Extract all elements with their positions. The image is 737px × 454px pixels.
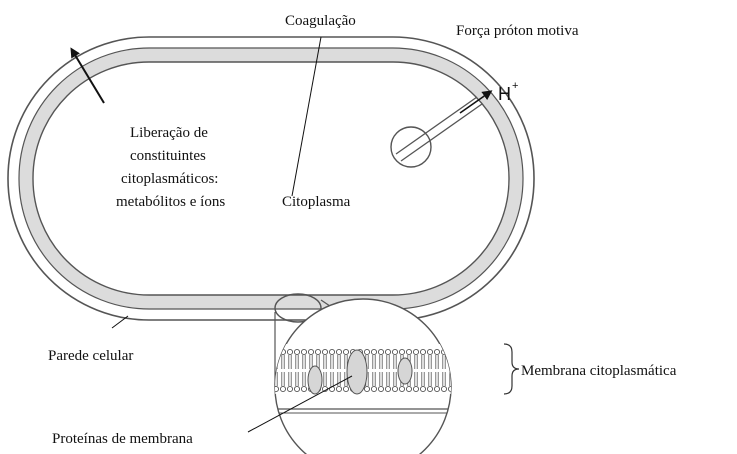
lipid-head (448, 349, 453, 354)
lipid-head (427, 349, 432, 354)
cell-body (8, 37, 534, 320)
lipid-head (385, 349, 390, 354)
lipid-head (287, 349, 292, 354)
lipid-head (455, 349, 460, 354)
lipid-head (392, 386, 397, 391)
lipid-head (315, 349, 320, 354)
membrane-proteins-label: Proteínas de membrana (52, 431, 193, 447)
lipid-head (371, 349, 376, 354)
proton-symbol: H (498, 84, 511, 104)
lipid-head (287, 386, 292, 391)
lipid-head (434, 386, 439, 391)
cytoplasmic-membrane-label: Membrana citoplasmática (521, 363, 677, 379)
lipid-head (364, 349, 369, 354)
membrane-protein-1 (308, 366, 322, 394)
membrane-protein-3 (398, 358, 412, 384)
lipid-head (280, 386, 285, 391)
lipid-head (413, 386, 418, 391)
lipid-head (294, 386, 299, 391)
cytoplasm-label: Citoplasma (282, 194, 351, 210)
lipid-head (385, 386, 390, 391)
lipid-head (336, 349, 341, 354)
coagulation-label: Coagulação (285, 13, 356, 29)
lipid-tail (457, 355, 459, 369)
lipid-head (406, 349, 411, 354)
lipid-head (455, 386, 460, 391)
lipid-head (441, 386, 446, 391)
cell-wall-label: Parede celular (48, 348, 133, 364)
proton-force-label: Força próton motiva (456, 23, 579, 39)
lipid-head (413, 349, 418, 354)
lipid-tail (457, 372, 459, 386)
membrane-brace (504, 344, 519, 394)
lipid-head (364, 386, 369, 391)
lipid-head (406, 386, 411, 391)
release-label-line-2: constituintes (130, 148, 206, 164)
lipid-head (329, 349, 334, 354)
lipid-head (308, 349, 313, 354)
lipid-head (343, 349, 348, 354)
lipid-head (273, 349, 278, 354)
proton-charge: + (512, 80, 518, 92)
lipid-tail (450, 355, 452, 369)
lipid-head (420, 349, 425, 354)
lipid-head (420, 386, 425, 391)
lipid-head (399, 386, 404, 391)
release-label-line-3: citoplasmáticos: (121, 171, 218, 187)
lipid-head (392, 349, 397, 354)
lipid-head (322, 349, 327, 354)
release-label-line-4: metabólitos e íons (116, 194, 225, 210)
lipid-head (336, 386, 341, 391)
lipid-head (371, 386, 376, 391)
lipid-head (343, 386, 348, 391)
lipid-head (427, 386, 432, 391)
lipid-head (378, 386, 383, 391)
lipid-head (273, 386, 278, 391)
lipid-head (399, 349, 404, 354)
release-label-line-1: Liberação de (130, 125, 208, 141)
lipid-head (301, 349, 306, 354)
lipid-head (378, 349, 383, 354)
cytoplasm-region (33, 62, 509, 295)
membrane-protein-2 (347, 350, 367, 394)
lipid-head (301, 386, 306, 391)
lipid-head (434, 349, 439, 354)
lipid-head (294, 349, 299, 354)
